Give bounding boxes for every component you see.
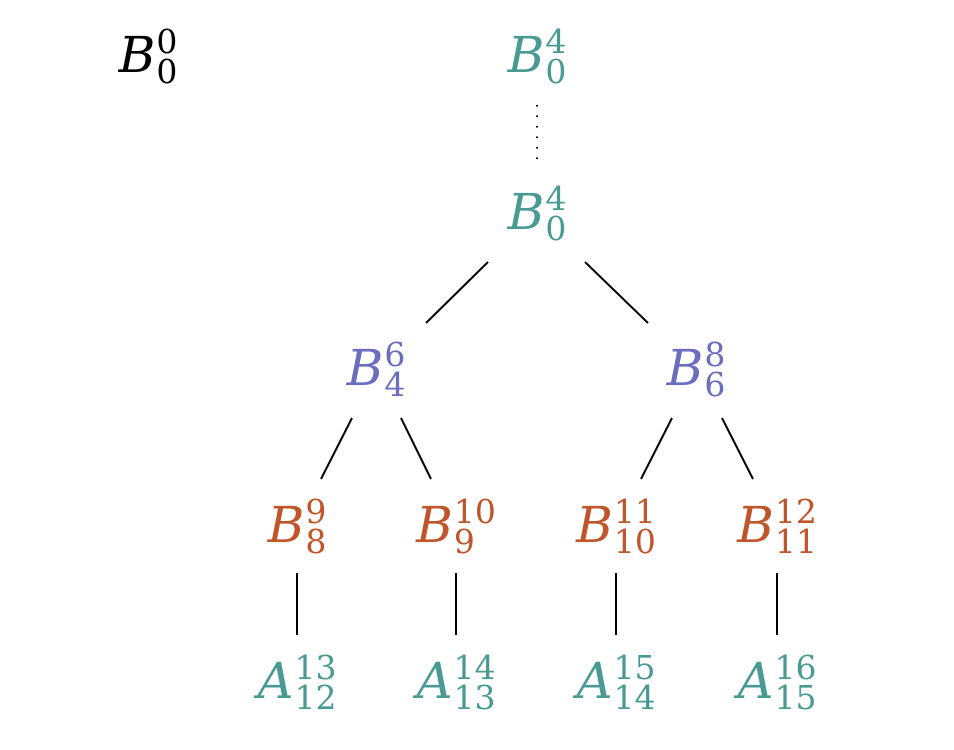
node-subscript: 0 [545, 52, 567, 91]
node-subscript: 9 [453, 522, 475, 561]
node-subscript: 4 [384, 365, 406, 404]
node-base: B [267, 496, 305, 554]
node-superscript: 11 [613, 492, 656, 531]
node-subscript: 0 [156, 52, 178, 91]
node-base: A [576, 652, 613, 710]
node-superscript: 14 [453, 648, 496, 687]
node-base: A [257, 652, 294, 710]
node-subscript: 0 [545, 209, 567, 248]
edge-left-ll [320, 417, 353, 480]
node-superscript: 12 [774, 492, 817, 531]
node-base: B [507, 26, 545, 84]
node-superscript: 9 [305, 492, 327, 531]
node-base: A [737, 652, 774, 710]
node-superscript: 4 [545, 22, 567, 61]
node-subscript: 15 [774, 678, 817, 717]
node-base: B [416, 496, 453, 554]
node-base: B [666, 339, 704, 397]
node-base: B [346, 339, 384, 397]
node-superscript: 16 [774, 648, 817, 687]
node-subscript: 12 [294, 678, 337, 717]
node-superscript: 0 [156, 22, 178, 61]
node-superscript: 13 [294, 648, 337, 687]
node-subscript: 11 [774, 522, 817, 561]
edge-left-lr [400, 417, 432, 480]
edge-right-rr [721, 417, 754, 480]
node-superscript: 6 [384, 335, 406, 374]
node-base: B [118, 26, 156, 84]
node-subscript: 10 [613, 522, 656, 561]
edge-root-left [425, 261, 489, 324]
node-subscript: 6 [704, 365, 726, 404]
node-superscript: 8 [704, 335, 726, 374]
node-subscript: 13 [453, 678, 496, 717]
node-subscript: 8 [305, 522, 327, 561]
node-superscript: 15 [613, 648, 656, 687]
node-base: B [507, 183, 545, 241]
node-superscript: 10 [453, 492, 496, 531]
node-base: A [416, 652, 453, 710]
edge-root-right [584, 261, 649, 324]
node-base: B [576, 496, 613, 554]
edge-right-rl [640, 417, 673, 480]
node-subscript: 14 [613, 678, 656, 717]
node-base: B [737, 496, 774, 554]
node-superscript: 4 [545, 179, 567, 218]
